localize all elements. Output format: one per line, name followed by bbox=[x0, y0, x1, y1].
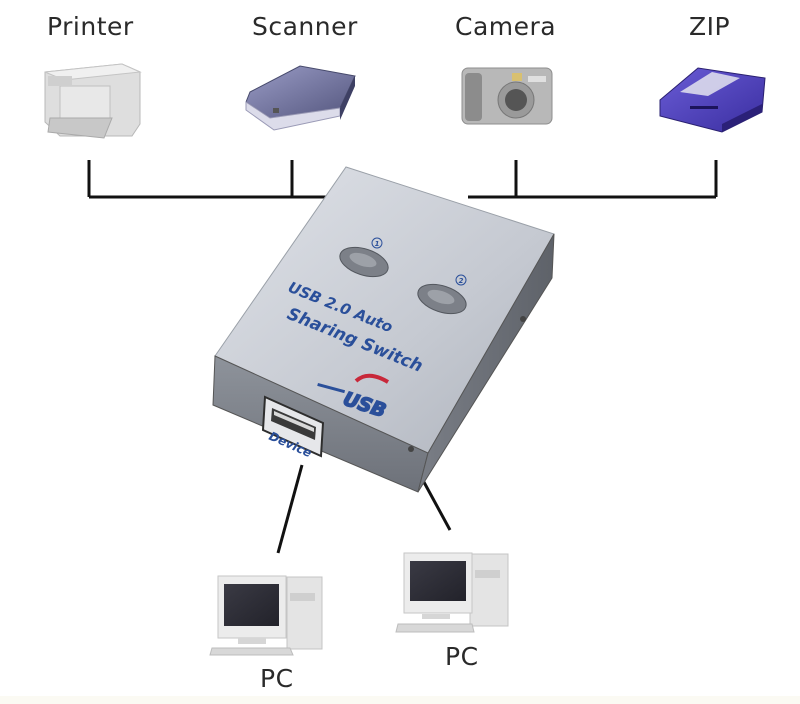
zip-label: ZIP bbox=[689, 12, 731, 41]
pc-icon bbox=[209, 575, 323, 656]
pc-icon bbox=[395, 552, 509, 633]
printer-icon bbox=[44, 63, 142, 139]
port-select-button-1[interactable] bbox=[336, 242, 392, 282]
pc1-connector-line bbox=[276, 464, 304, 554]
camera-label: Camera bbox=[455, 12, 557, 41]
usb-device-port[interactable] bbox=[261, 395, 325, 458]
scanner-label: Scanner bbox=[252, 12, 358, 41]
button-1-number: 1 bbox=[375, 240, 380, 248]
footer-strip bbox=[0, 696, 800, 704]
screw-icon bbox=[520, 316, 526, 322]
printer-label: Printer bbox=[47, 12, 134, 41]
port-select-button-2[interactable] bbox=[414, 279, 470, 319]
button-2-number: 2 bbox=[459, 277, 464, 285]
pc-2-label: PC bbox=[445, 642, 479, 671]
connection-bus bbox=[87, 160, 718, 554]
zip-drive-icon bbox=[659, 67, 766, 133]
hi-speed-badge bbox=[354, 373, 390, 384]
screw-icon bbox=[408, 446, 414, 452]
camera-icon bbox=[461, 67, 553, 125]
button-2-mark bbox=[455, 274, 467, 286]
scanner-icon bbox=[245, 65, 356, 131]
button-1-mark bbox=[371, 237, 383, 249]
pc-1-label: PC bbox=[260, 664, 294, 693]
usb-sharing-switch: 1 2 USB 2.0 Auto Sharing Switch USB Devi… bbox=[212, 166, 555, 493]
